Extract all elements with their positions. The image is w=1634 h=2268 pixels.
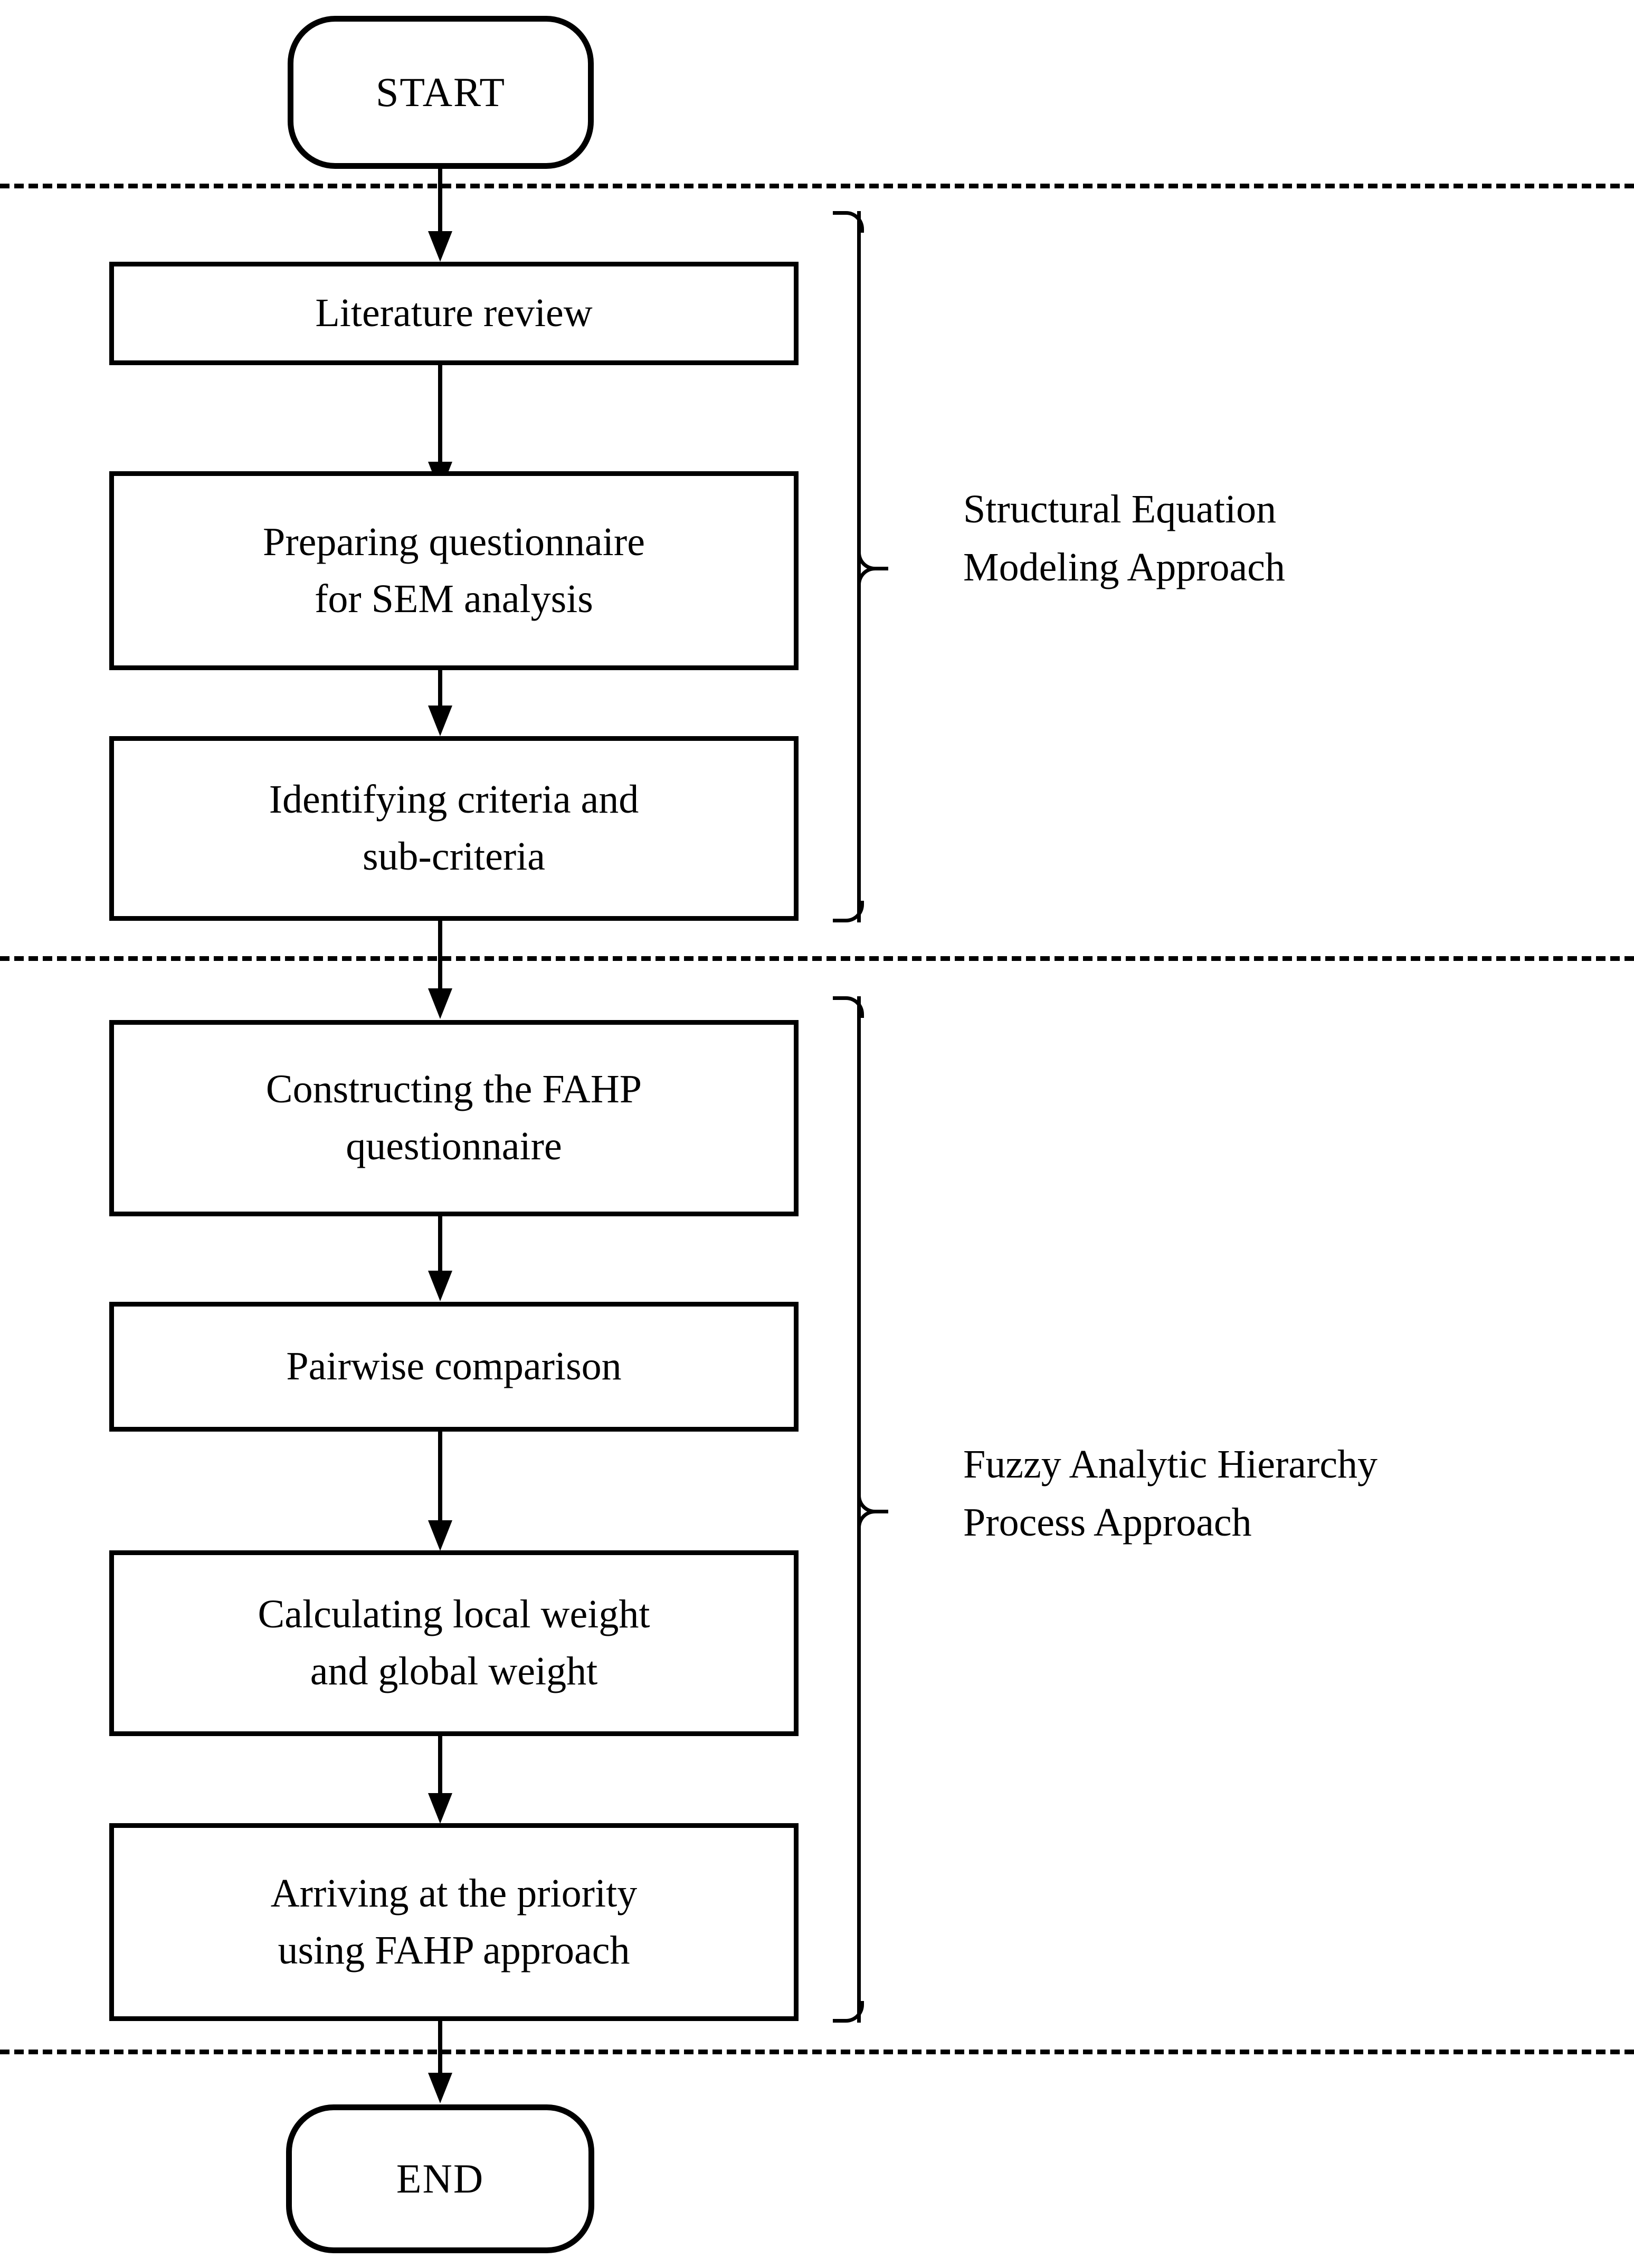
process-preparing-questionnaire-label: Preparing questionnaire for SEM analysis	[263, 519, 645, 621]
section-divider-top	[0, 184, 1634, 188]
process-calculating-weights[interactable]: Calculating local weight and global weig…	[109, 1550, 799, 1736]
bracket-hook-top	[833, 996, 864, 1018]
bracket-hook-top	[833, 211, 864, 233]
process-pairwise-comparison-label: Pairwise comparison	[286, 1344, 622, 1389]
process-preparing-questionnaire[interactable]: Preparing questionnaire for SEM analysis	[109, 471, 799, 670]
bracket-tip-lower	[857, 567, 888, 588]
bracket-tip-lower	[857, 1510, 888, 1531]
process-calculating-weights-label: Calculating local weight and global weig…	[258, 1592, 650, 1693]
process-literature-review[interactable]: Literature review	[109, 262, 799, 365]
section-divider-bottom	[0, 2050, 1634, 2054]
terminator-end-label: END	[396, 2156, 484, 2202]
group-label-sem: Structural Equation Modeling Approach	[963, 487, 1286, 590]
bracket-hook-bottom	[833, 2001, 864, 2023]
terminator-start[interactable]: START	[288, 16, 594, 169]
terminator-start-label: START	[375, 69, 506, 116]
process-constructing-fahp-questionnaire-label: Constructing the FAHP questionnaire	[265, 1067, 642, 1168]
terminator-end[interactable]: END	[286, 2104, 594, 2253]
process-pairwise-comparison[interactable]: Pairwise comparison	[109, 1302, 799, 1432]
process-constructing-fahp-questionnaire[interactable]: Constructing the FAHP questionnaire	[109, 1020, 799, 1216]
group-bracket-fahp	[830, 996, 888, 2023]
group-label-fahp: Fuzzy Analytic Hierarchy Process Approac…	[963, 1442, 1378, 1545]
section-divider-middle	[0, 956, 1634, 961]
bracket-hook-bottom	[833, 901, 864, 922]
process-identifying-criteria-label: Identifying criteria and sub-criteria	[269, 777, 639, 879]
process-arriving-priority[interactable]: Arriving at the priority using FAHP appr…	[109, 1823, 799, 2021]
process-identifying-criteria[interactable]: Identifying criteria and sub-criteria	[109, 736, 799, 921]
process-arriving-priority-label: Arriving at the priority using FAHP appr…	[270, 1871, 638, 1972]
bracket-spine	[857, 211, 861, 922]
process-literature-review-label: Literature review	[315, 291, 593, 336]
group-bracket-sem	[830, 211, 888, 922]
bracket-spine	[857, 996, 861, 2023]
